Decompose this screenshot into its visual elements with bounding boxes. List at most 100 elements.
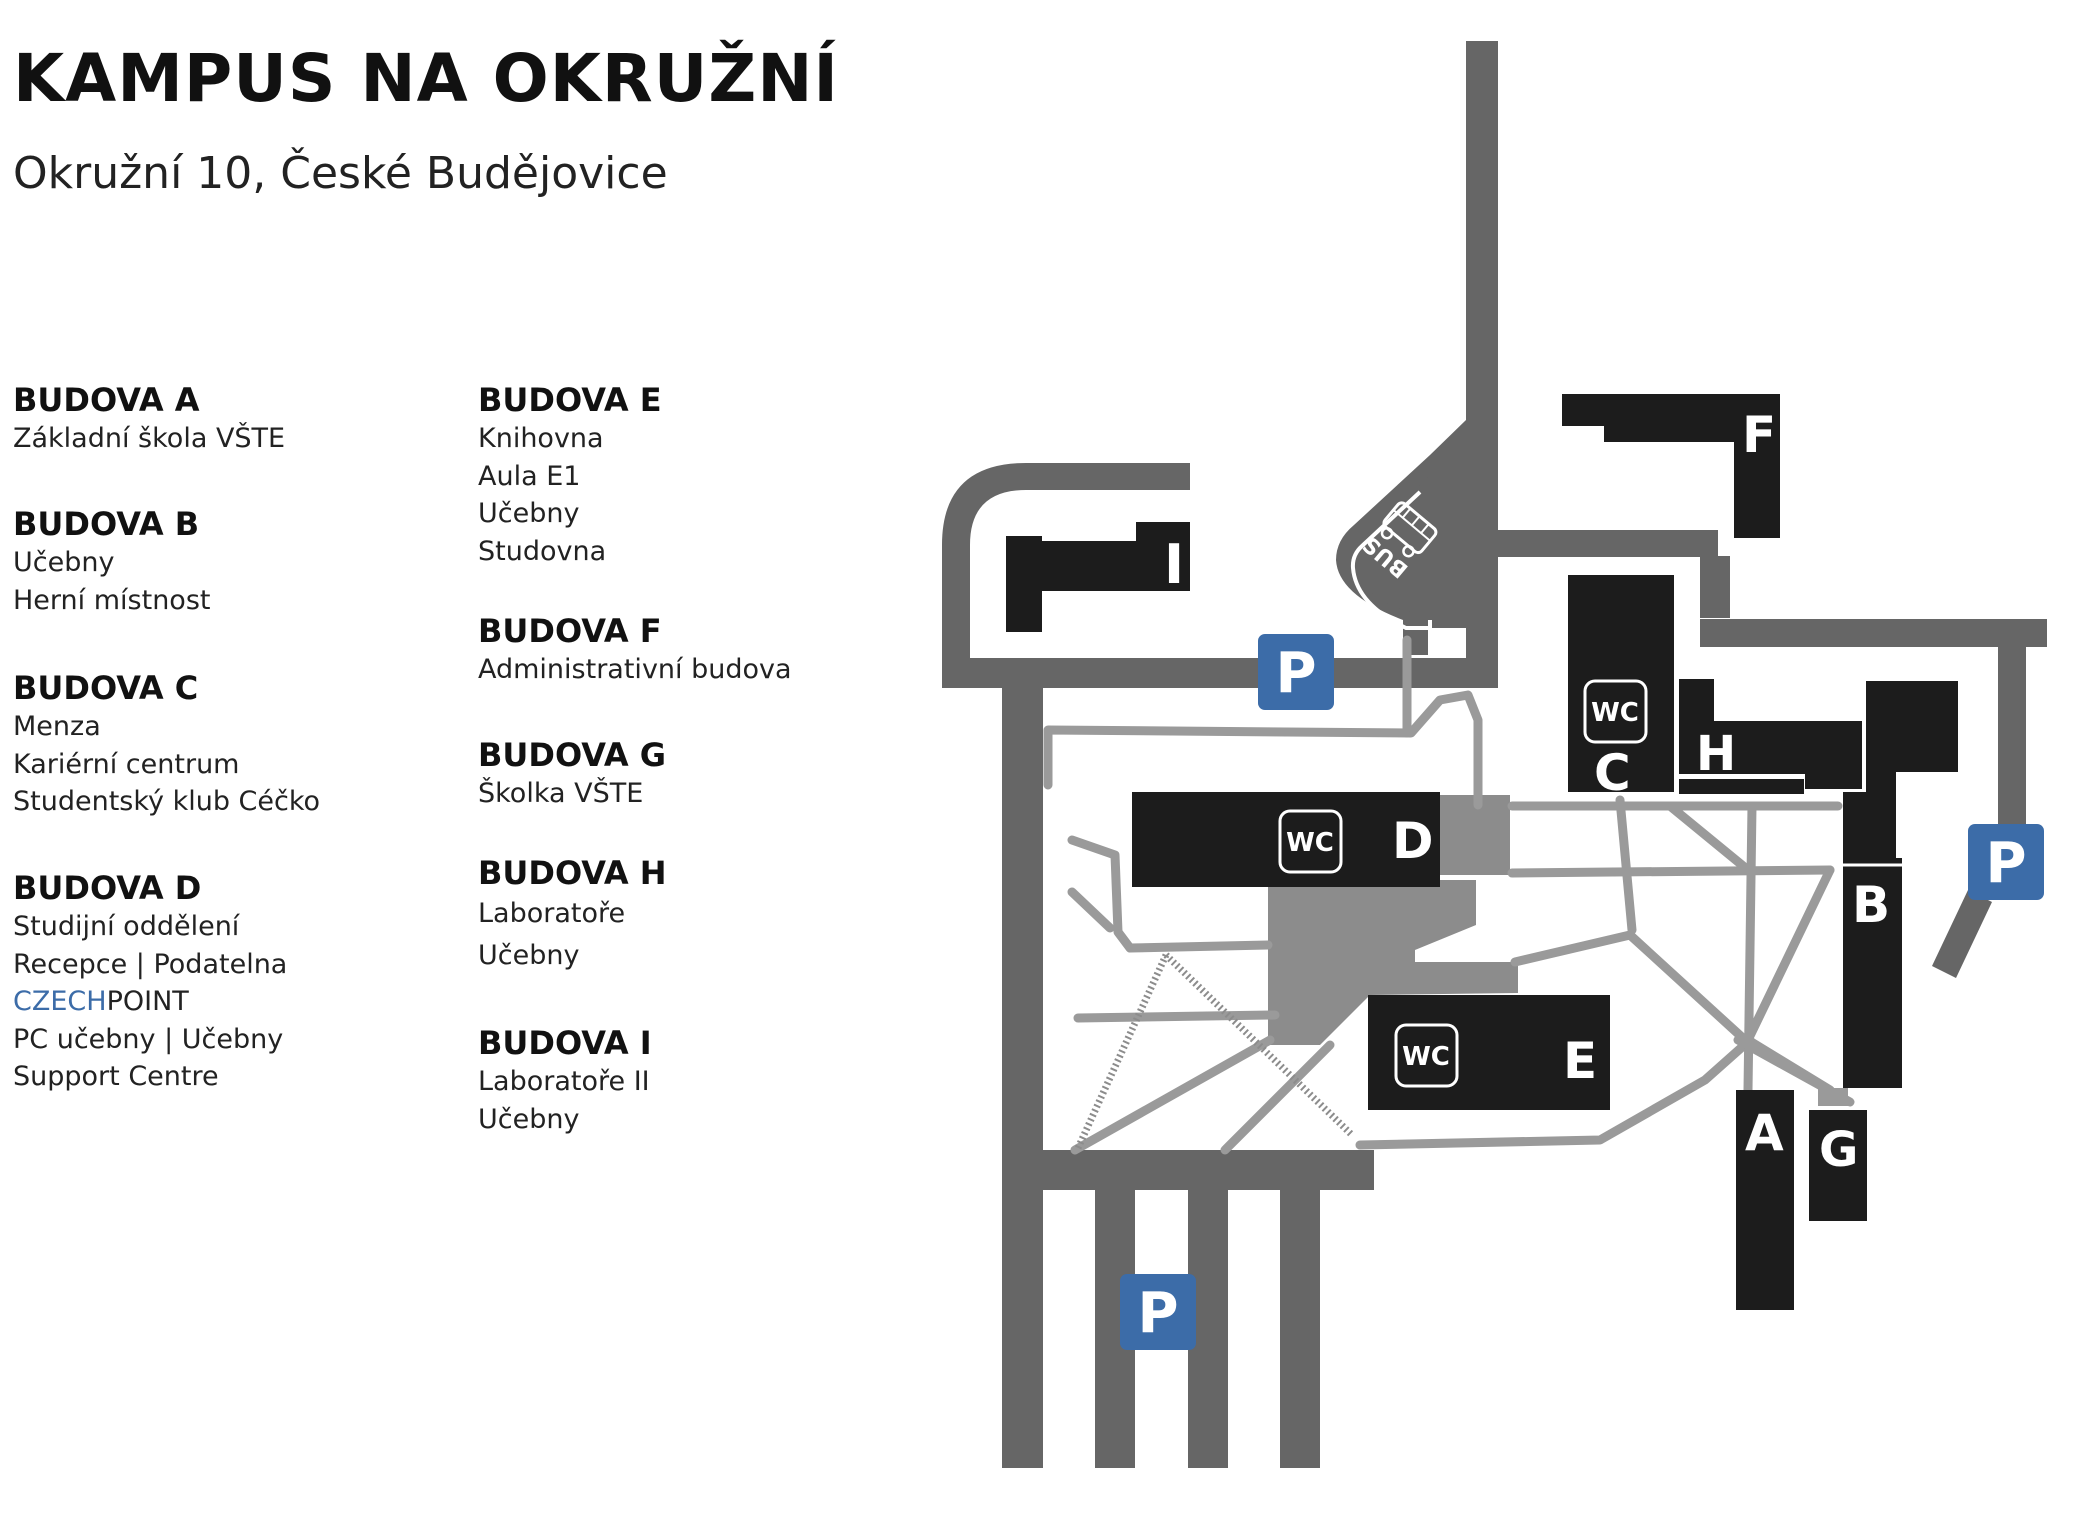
path xyxy=(1073,1010,1280,1023)
legend-budova-b: BUDOVA B Učebny Herní místnost xyxy=(13,504,320,668)
building-label-i: I xyxy=(1164,533,1184,596)
legend-budova-e-line: Studovna xyxy=(478,535,607,567)
hatched-footpaths xyxy=(1074,952,1355,1150)
legend-column-right: BUDOVA E Knihovna Aula E1 Učebny Studovn… xyxy=(478,380,792,1138)
building-i[interactable] xyxy=(1006,522,1190,632)
legend-budova-b-line: Herní místnost xyxy=(13,584,211,616)
legend-budova-h: BUDOVA H Laboratoře Učebny xyxy=(478,853,792,1023)
legend-budova-a-line: Základní škola VŠTE xyxy=(13,423,286,454)
legend-budova-d-line: Support Centre xyxy=(13,1061,219,1092)
legend-budova-g-heading: BUDOVA G xyxy=(478,736,667,774)
legend-column-left: BUDOVA A Základní škola VŠTE BUDOVA B Uč… xyxy=(13,380,320,1096)
plaza-central xyxy=(1268,880,1518,1045)
road-east xyxy=(1700,619,2047,647)
building-b[interactable] xyxy=(1843,681,1958,1088)
building-label-f: F xyxy=(1742,406,1776,464)
legend-budova-d-line: Studijní oddělení xyxy=(13,911,240,942)
legend-budova-e-heading: BUDOVA E xyxy=(478,381,662,419)
legend-budova-a-heading: BUDOVA A xyxy=(13,381,200,419)
legend-budova-h-heading: BUDOVA H xyxy=(478,854,667,892)
building-label-h: H xyxy=(1696,726,1736,782)
building-b-notch xyxy=(1843,792,1896,865)
parking-icon[interactable]: P xyxy=(1120,1274,1196,1350)
path xyxy=(1507,865,1835,878)
wc-icon-label: WC xyxy=(1286,828,1334,858)
building-f[interactable] xyxy=(1562,394,1780,538)
building-h-strip[interactable] xyxy=(1679,778,1804,794)
czechpoint-dark-part: POINT xyxy=(106,986,189,1017)
wc-icon-label: WC xyxy=(1402,1042,1450,1072)
path xyxy=(1615,795,1637,935)
hatched-path xyxy=(1074,953,1170,1150)
legend-budova-e-line: Učebny xyxy=(478,498,580,529)
legend-budova-b-line: Učebny xyxy=(13,547,115,578)
path xyxy=(1067,887,1115,933)
road-east-connector xyxy=(1498,530,1730,618)
path xyxy=(1043,690,1483,810)
wc-icon-label: WC xyxy=(1591,698,1639,728)
legend-budova-i-heading: BUDOVA I xyxy=(478,1024,652,1062)
building-label-a: A xyxy=(1745,1104,1784,1162)
legend-budova-i-line: Učebny xyxy=(478,1103,580,1135)
buildings xyxy=(1006,394,1958,1310)
legend-budova-g: BUDOVA G Školka VŠTE xyxy=(478,735,792,853)
path xyxy=(1665,801,1753,875)
wc-icon[interactable]: WC xyxy=(1394,1023,1459,1088)
address-subtitle: Okružní 10, České Budějovice xyxy=(13,148,668,199)
legend-budova-h-line: Laboratoře xyxy=(478,898,626,929)
path xyxy=(1510,930,1750,1045)
legend-budova-e-line: Knihovna xyxy=(478,423,604,454)
building-label-g: G xyxy=(1819,1122,1858,1178)
road-east-spur xyxy=(1932,890,1992,978)
parking-icon[interactable]: P xyxy=(1968,824,2044,900)
road-west-vertical xyxy=(1002,688,1043,1468)
wc-icon[interactable]: WC xyxy=(1583,679,1648,744)
legend-budova-f: BUDOVA F Administrativní budova xyxy=(478,611,792,735)
building-label-d: D xyxy=(1392,812,1434,870)
legend-budova-a: BUDOVA A Základní škola VŠTE xyxy=(13,380,320,504)
legend-budova-i-line: Laboratoře II xyxy=(478,1066,650,1097)
path xyxy=(1355,1035,1755,1150)
legend-budova-g-line: Školka VŠTE xyxy=(478,778,644,809)
building-label-b: B xyxy=(1852,876,1890,934)
path xyxy=(1220,1040,1335,1155)
road-west-loop xyxy=(942,463,1190,688)
road-north xyxy=(1466,41,1498,660)
legend-budova-b-heading: BUDOVA B xyxy=(13,505,200,543)
building-g[interactable] xyxy=(1809,1110,1867,1221)
building-a[interactable] xyxy=(1736,1090,1794,1310)
road-parking-lane xyxy=(1280,1190,1320,1468)
parking-label: P xyxy=(1275,641,1316,706)
legend-budova-c: BUDOVA C Menza Kariérní centrum Students… xyxy=(13,668,320,868)
page-title: KAMPUS NA OKRUŽNÍ xyxy=(13,40,839,117)
bus-loop-island xyxy=(1350,490,1430,630)
legend-budova-c-line: Kariérní centrum xyxy=(13,748,240,780)
bus-loop-inner xyxy=(1351,440,1466,628)
building-label-c: C xyxy=(1594,744,1631,802)
wc-icon[interactable]: WC xyxy=(1278,809,1343,874)
road-main-horizontal xyxy=(942,658,1498,688)
building-c[interactable] xyxy=(1568,575,1674,792)
hatched-path xyxy=(1163,952,1355,1138)
legend-budova-f-line: Administrativní budova xyxy=(478,654,792,685)
legend-budova-h-line: Učebny xyxy=(478,940,580,971)
legend-budova-i: BUDOVA I Laboratoře II Učebny xyxy=(478,1023,792,1138)
czechpoint-line: CZECHPOINT xyxy=(13,983,320,1021)
legend-budova-d: BUDOVA D Studijní oddělení Recepce | Pod… xyxy=(13,868,320,1096)
legend-budova-e-line: Aula E1 xyxy=(478,460,581,492)
building-e[interactable] xyxy=(1368,995,1610,1110)
building-h[interactable] xyxy=(1679,679,1862,789)
legend-budova-d-heading: BUDOVA D xyxy=(13,869,202,907)
legend-budova-d-line: PC učebny | Učebny xyxy=(13,1023,284,1055)
parking-label: P xyxy=(1985,831,2026,896)
parking-icon[interactable]: P xyxy=(1258,634,1334,710)
legend-budova-c-line: Menza xyxy=(13,711,101,742)
legend-budova-d-line: Recepce | Podatelna xyxy=(13,948,288,980)
building-label-e: E xyxy=(1563,1032,1597,1090)
legend-budova-e: BUDOVA E Knihovna Aula E1 Učebny Studovn… xyxy=(478,380,792,611)
legend-budova-f-heading: BUDOVA F xyxy=(478,612,662,650)
czechpoint-blue-part: CZECH xyxy=(13,986,107,1017)
path xyxy=(1067,835,1273,953)
path xyxy=(1070,1035,1275,1155)
